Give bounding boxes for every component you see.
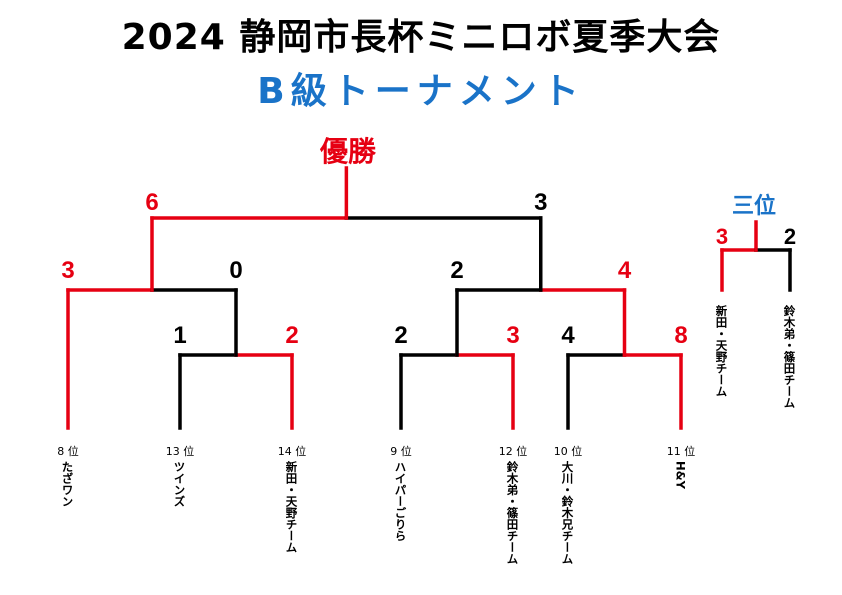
- score-m3-left: 4: [561, 322, 575, 349]
- champion-label: 優勝: [319, 135, 376, 168]
- score-m1-left: 1: [173, 322, 186, 349]
- score-m2-right: 3: [506, 322, 519, 349]
- team-name: たざワン: [60, 461, 75, 507]
- third-place-team-name: 新田・天野チーム: [714, 305, 729, 397]
- score-m5-right: 4: [618, 257, 632, 284]
- third-score-left: 3: [716, 224, 728, 249]
- tournament-title: 2024 静岡市長杯ミニロボ夏季大会: [121, 17, 721, 58]
- bracket-subtitle: B級トーナメント: [257, 71, 585, 112]
- score-m4-right: 0: [229, 257, 242, 284]
- team-rank: 11 位: [666, 445, 696, 458]
- team-name: ハイパーごりら: [393, 461, 408, 542]
- team-rank: 14 位: [277, 445, 307, 458]
- team-name: 鈴木弟・篠田チーム: [505, 461, 520, 565]
- score-m3-right: 8: [674, 322, 687, 349]
- score-m1-right: 2: [285, 322, 298, 349]
- score-final-right: 3: [534, 189, 547, 216]
- third-score-right: 2: [784, 224, 796, 249]
- team-rank: 13 位: [165, 445, 195, 458]
- team-rank: 12 位: [498, 445, 528, 458]
- score-final-left: 6: [145, 189, 158, 216]
- team-rank: 9 位: [390, 445, 412, 458]
- team-rank: 10 位: [553, 445, 583, 458]
- team-name: ツインズ: [172, 461, 187, 507]
- score-m4-left: 3: [61, 257, 74, 284]
- score-m5-left: 2: [450, 257, 463, 284]
- team-rank: 8 位: [57, 445, 79, 458]
- team-name: H&Y: [673, 461, 688, 489]
- third-place-team-name: 鈴木弟・篠田チーム: [782, 305, 797, 409]
- score-m2-left: 2: [394, 322, 407, 349]
- team-name: 新田・天野チーム: [284, 461, 299, 553]
- team-name: 大川・鈴木兄チーム: [560, 461, 575, 565]
- third-place-label: 三位: [731, 194, 776, 219]
